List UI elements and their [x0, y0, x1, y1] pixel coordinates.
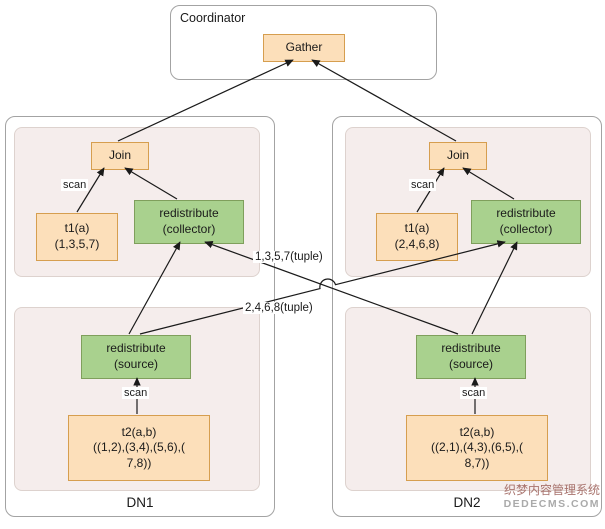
- dn2-join-node: Join: [429, 142, 487, 170]
- dn1-t1-node: t1(a) (1,3,5,7): [36, 213, 118, 261]
- dn2-collector-node: redistribute (collector): [471, 200, 581, 244]
- dn1-source-line2: (source): [113, 357, 158, 371]
- dn1-join-node: Join: [91, 142, 149, 170]
- gather-label: Gather: [285, 40, 323, 55]
- dn2-t2-name: t2(a,b): [459, 424, 495, 439]
- dn2-source-line2: (source): [448, 357, 493, 371]
- dn1-scan-bottom-label: scan: [122, 387, 150, 399]
- dn2-t1-name: t1(a): [404, 221, 430, 236]
- watermark-en-text: DEDECMS.COM: [503, 497, 600, 510]
- dn2-source-line1: redistribute: [441, 341, 501, 356]
- dn1-box: Join t1(a) (1,3,5,7) redistribute (colle…: [5, 116, 275, 517]
- tuple-1357-label: 1,3,5,7(tuple): [253, 251, 325, 263]
- dn2-t2-rows-1: ((2,1),(4,3),(6,5),(: [430, 440, 523, 455]
- dn1-t2-node: t2(a,b) ((1,2),(3,4),(5,6),( 7,8)): [68, 415, 210, 481]
- dn1-collector-line1: redistribute: [159, 206, 219, 221]
- dn1-t1-name: t1(a): [64, 221, 90, 236]
- coordinator-box: Coordinator Gather: [170, 5, 437, 80]
- dn1-source-node: redistribute (source): [81, 335, 191, 379]
- dn1-collector-line2: (collector): [162, 222, 216, 236]
- dn2-join-label: Join: [446, 148, 469, 163]
- dn1-title: DN1: [126, 495, 154, 510]
- dn2-source-node: redistribute (source): [416, 335, 526, 379]
- dn1-join-label: Join: [108, 148, 131, 163]
- dn2-t2-rows-2: 8,7)): [464, 455, 490, 470]
- dn1-scan-top-label: scan: [61, 179, 89, 191]
- dn2-scan-bottom-label: scan: [460, 387, 488, 399]
- gather-node: Gather: [263, 34, 345, 62]
- dn2-t2-node: t2(a,b) ((2,1),(4,3),(6,5),( 8,7)): [406, 415, 548, 481]
- coordinator-title: Coordinator: [180, 11, 246, 25]
- dn2-t1-node: t1(a) (2,4,6,8): [376, 213, 458, 261]
- dn2-scan-top-label: scan: [409, 179, 437, 191]
- dn2-collector-line2: (collector): [499, 222, 553, 236]
- dn1-t1-rows: (1,3,5,7): [54, 237, 100, 251]
- dn1-source-line1: redistribute: [106, 341, 166, 356]
- dn2-title: DN2: [453, 495, 481, 510]
- watermark: 织梦内容管理系统 DEDECMS.COM: [503, 483, 600, 510]
- dn1-t2-rows-1: ((1,2),(3,4),(5,6),(: [92, 440, 185, 455]
- dn2-t1-rows: (2,4,6,8): [394, 237, 440, 251]
- dn2-collector-line1: redistribute: [496, 206, 556, 221]
- dn1-collector-node: redistribute (collector): [134, 200, 244, 244]
- dn1-t2-rows-2: 7,8)): [126, 455, 152, 470]
- tuple-2468-label: 2,4,6,8(tuple): [243, 302, 315, 314]
- watermark-cn-text: 织梦内容管理系统: [503, 483, 600, 497]
- dn1-t2-name: t2(a,b): [121, 424, 157, 439]
- dn2-box: Join t1(a) (2,4,6,8) redistribute (colle…: [332, 116, 602, 517]
